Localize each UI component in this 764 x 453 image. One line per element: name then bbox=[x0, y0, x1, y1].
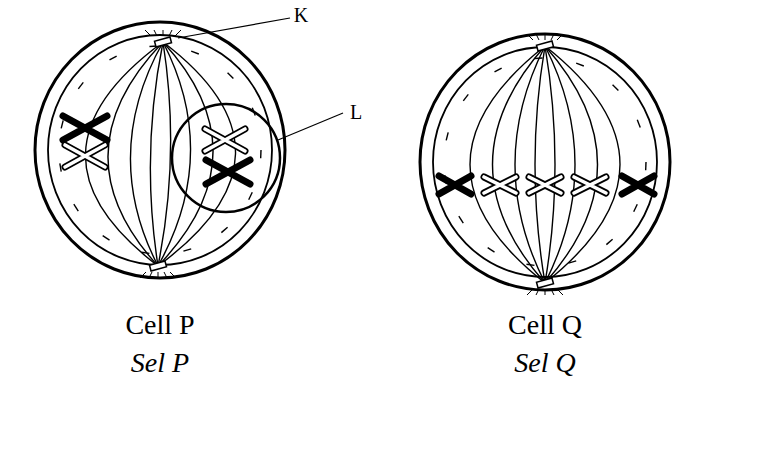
spindle-fibre bbox=[130, 42, 163, 266]
spindle-fibre bbox=[493, 46, 546, 283]
astral-dash bbox=[526, 264, 534, 265]
astral-dash bbox=[249, 192, 253, 199]
astral-dash bbox=[613, 85, 619, 91]
astral-dash bbox=[463, 94, 468, 101]
cell-caption: Cell P bbox=[125, 310, 194, 341]
aster-ray bbox=[149, 272, 152, 278]
astral-dash bbox=[637, 120, 640, 128]
centriole bbox=[149, 261, 166, 271]
cell-membrane bbox=[35, 22, 285, 278]
spindle-fibre bbox=[545, 46, 555, 283]
leader-line bbox=[178, 18, 290, 38]
astral-dash bbox=[191, 51, 199, 54]
cell bbox=[35, 18, 343, 278]
astral-dash bbox=[74, 204, 78, 211]
part-letter: K bbox=[294, 4, 308, 26]
aster-ray bbox=[551, 34, 554, 40]
astral-dash bbox=[260, 150, 262, 158]
spindle-fibre bbox=[158, 42, 236, 266]
astral-dash bbox=[568, 261, 576, 263]
astral-dash bbox=[634, 204, 638, 211]
astral-dash bbox=[446, 132, 448, 140]
aster-ray bbox=[175, 30, 181, 36]
chromosome-outline bbox=[65, 145, 105, 167]
chromosome-light bbox=[529, 177, 561, 193]
centriole bbox=[536, 278, 553, 288]
astral-dash bbox=[61, 120, 63, 128]
aster-ray bbox=[527, 289, 533, 295]
astral-dash bbox=[488, 248, 495, 252]
spindle-fibre bbox=[108, 42, 163, 266]
spindle-fibre bbox=[515, 46, 545, 283]
aster-ray bbox=[164, 272, 167, 278]
chromosome-light bbox=[205, 129, 245, 151]
aster-ray bbox=[145, 30, 151, 36]
spindle-fibre bbox=[470, 46, 545, 283]
aster-ray bbox=[557, 34, 563, 40]
spindle-fibre bbox=[545, 46, 575, 283]
inner-membrane bbox=[48, 35, 272, 265]
chromosome-dark bbox=[622, 176, 654, 194]
chromosome-dark bbox=[63, 116, 107, 140]
astral-dash bbox=[141, 252, 149, 253]
astral-dash bbox=[60, 163, 61, 171]
centriole bbox=[536, 41, 553, 51]
astral-dash bbox=[78, 82, 83, 89]
astral-dash bbox=[103, 236, 110, 240]
astral-dash bbox=[534, 57, 542, 59]
aster-ray bbox=[557, 289, 563, 295]
aster-ray bbox=[140, 272, 146, 278]
astral-dash bbox=[221, 227, 227, 232]
astral-dash bbox=[110, 56, 117, 60]
inner-membrane bbox=[433, 47, 657, 277]
aster-ray bbox=[536, 289, 539, 295]
astral-dash bbox=[228, 73, 234, 79]
astral-dash bbox=[459, 216, 463, 223]
chromosome-outline bbox=[574, 177, 606, 193]
aster-ray bbox=[527, 34, 533, 40]
aster-ray bbox=[169, 30, 172, 36]
spindle-fibre bbox=[535, 46, 545, 283]
part-letter: L bbox=[350, 101, 362, 123]
spindle-fibre bbox=[545, 46, 620, 283]
astral-dash bbox=[183, 249, 191, 251]
cell-membrane bbox=[420, 34, 670, 290]
astral-dash bbox=[576, 63, 584, 66]
aster-ray bbox=[551, 289, 554, 295]
chromosome-outline bbox=[484, 177, 516, 193]
chromosome-dark bbox=[206, 160, 250, 184]
astral-dash bbox=[606, 239, 612, 244]
aster-ray bbox=[154, 30, 157, 36]
cell bbox=[420, 34, 670, 295]
chromosome-outline bbox=[205, 129, 245, 151]
aster-ray bbox=[163, 30, 164, 36]
aster-ray bbox=[536, 34, 539, 40]
cell-caption: Cell Q bbox=[508, 310, 582, 341]
spindle-fibre bbox=[158, 42, 171, 266]
astral-dash bbox=[645, 162, 647, 170]
centriole bbox=[154, 37, 171, 47]
chromosome-light bbox=[574, 177, 606, 193]
aster-ray bbox=[545, 34, 546, 40]
spindle-fibre bbox=[150, 42, 163, 266]
spindle-fibre bbox=[85, 42, 163, 266]
cell-caption: Sel P bbox=[131, 348, 189, 379]
spindle-fibre bbox=[545, 46, 598, 283]
chromosome-light bbox=[65, 145, 105, 167]
cell-caption: Sel Q bbox=[514, 348, 575, 379]
aster-ray bbox=[158, 272, 159, 278]
highlight-circle bbox=[172, 104, 280, 212]
aster-ray bbox=[170, 272, 176, 278]
chromosome-outline bbox=[529, 177, 561, 193]
astral-dash bbox=[495, 68, 502, 72]
chromosome-dark bbox=[439, 176, 471, 194]
aster-ray bbox=[545, 289, 546, 295]
chromosome-light bbox=[484, 177, 516, 193]
leader-line bbox=[278, 113, 343, 140]
